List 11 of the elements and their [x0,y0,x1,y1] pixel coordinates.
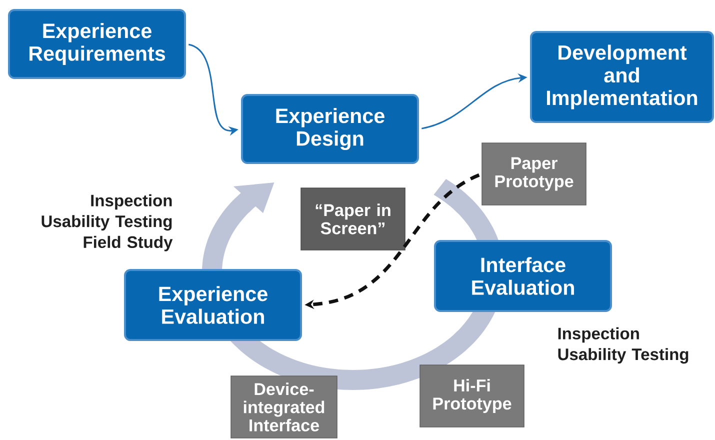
method-list: Inspection Usability Testing Field Study [42,194,173,252]
stage-box: Experience Design [241,94,419,164]
stage-box: Development and Implementation [530,31,714,123]
artifact-box: Device-integrated Interface [230,376,338,438]
method-list: Inspection Usability Testing [558,327,688,364]
stage-box: Experience Requirements [8,9,186,79]
artifact-box: “Paper in Screen” [300,188,406,250]
stage-box: Interface Evaluation [434,240,612,312]
artifact-box: Paper Prototype [482,142,586,206]
stage-box: Experience Evaluation [124,269,302,341]
artifact-box: Hi-Fi Prototype [420,364,524,428]
